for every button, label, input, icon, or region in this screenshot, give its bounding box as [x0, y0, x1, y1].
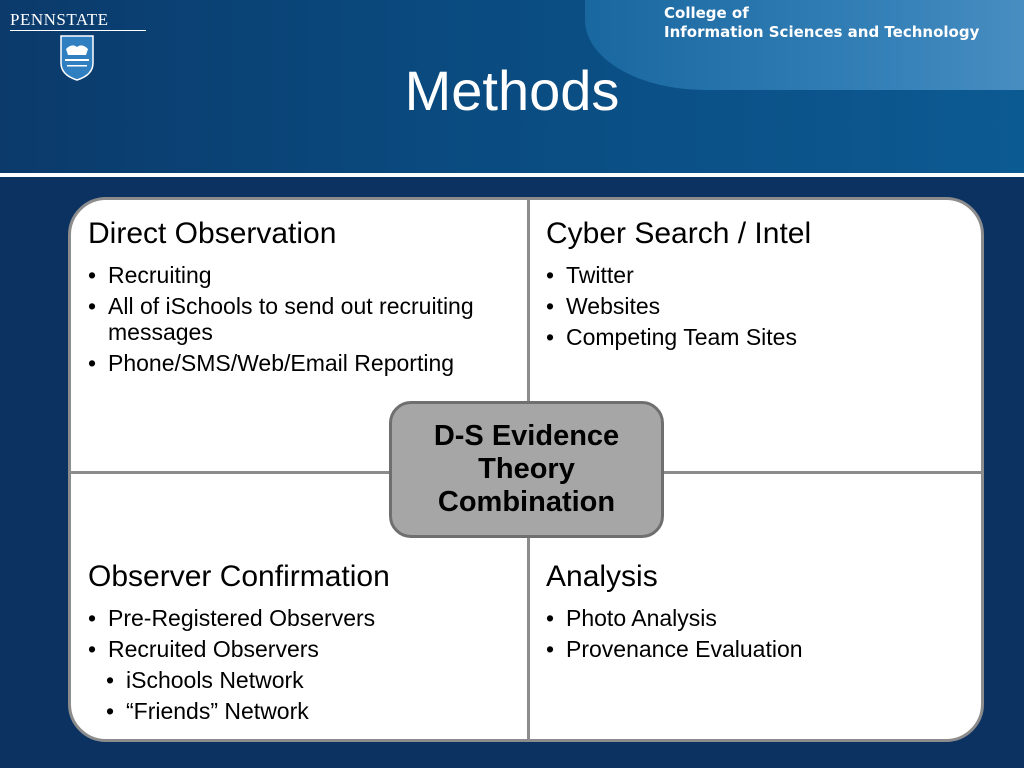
bullet-item: Photo Analysis — [546, 605, 981, 631]
slide-header: PENNSTATE College of Information Science… — [0, 0, 1024, 175]
quadrant-heading: Observer Confirmation — [88, 560, 390, 593]
bullet-item: Phone/SMS/Web/Email Reporting — [88, 350, 528, 376]
bullet-item: Recruited Observers — [88, 636, 528, 662]
college-line-1: College of — [664, 4, 749, 22]
bullet-list: Pre-Registered Observers Recruited Obser… — [88, 605, 528, 724]
bullet-list: Twitter Websites Competing Team Sites — [546, 262, 981, 350]
bullet-item: All of iSchools to send out recruiting m… — [88, 293, 528, 345]
bullet-item: Twitter — [546, 262, 981, 288]
quadrant-heading: Analysis — [546, 560, 658, 593]
bullet-item: Competing Team Sites — [546, 324, 981, 350]
slide-title: Methods — [404, 59, 620, 122]
penn-state-shield-icon — [60, 35, 94, 81]
bullet-item: Provenance Evaluation — [546, 636, 981, 662]
penn-state-logo: PENNSTATE — [10, 10, 150, 81]
quadrant-heading: Direct Observation — [88, 217, 337, 250]
ds-evidence-center-box: D-S Evidence Theory Combination — [389, 401, 664, 538]
bullet-list: Recruiting All of iSchools to send out r… — [88, 262, 528, 376]
quadrant-direct-observation: Direct Observation Recruiting All of iSc… — [88, 214, 528, 381]
bullet-item: Recruiting — [88, 262, 528, 288]
center-label: D-S Evidence Theory Combination — [433, 420, 620, 518]
logo-rule — [10, 30, 146, 31]
sub-bullet-item: “Friends” Network — [88, 698, 528, 724]
header-swoosh — [585, 0, 1024, 90]
quadrant-analysis: Analysis Photo Analysis Provenance Evalu… — [546, 557, 981, 667]
quadrant-heading: Cyber Search / Intel — [546, 217, 812, 250]
college-name: College of Information Sciences and Tech… — [664, 4, 979, 42]
quadrant-observer-confirmation: Observer Confirmation Pre-Registered Obs… — [88, 557, 528, 729]
bullet-item: Pre-Registered Observers — [88, 605, 528, 631]
bullet-item: Websites — [546, 293, 981, 319]
header-divider — [0, 173, 1024, 177]
sub-bullet-item: iSchools Network — [88, 667, 528, 693]
logo-wordmark: PENNSTATE — [10, 10, 109, 29]
quadrant-cyber-search: Cyber Search / Intel Twitter Websites Co… — [546, 214, 981, 355]
bullet-list: Photo Analysis Provenance Evaluation — [546, 605, 981, 662]
college-line-2: Information Sciences and Technology — [664, 23, 980, 41]
